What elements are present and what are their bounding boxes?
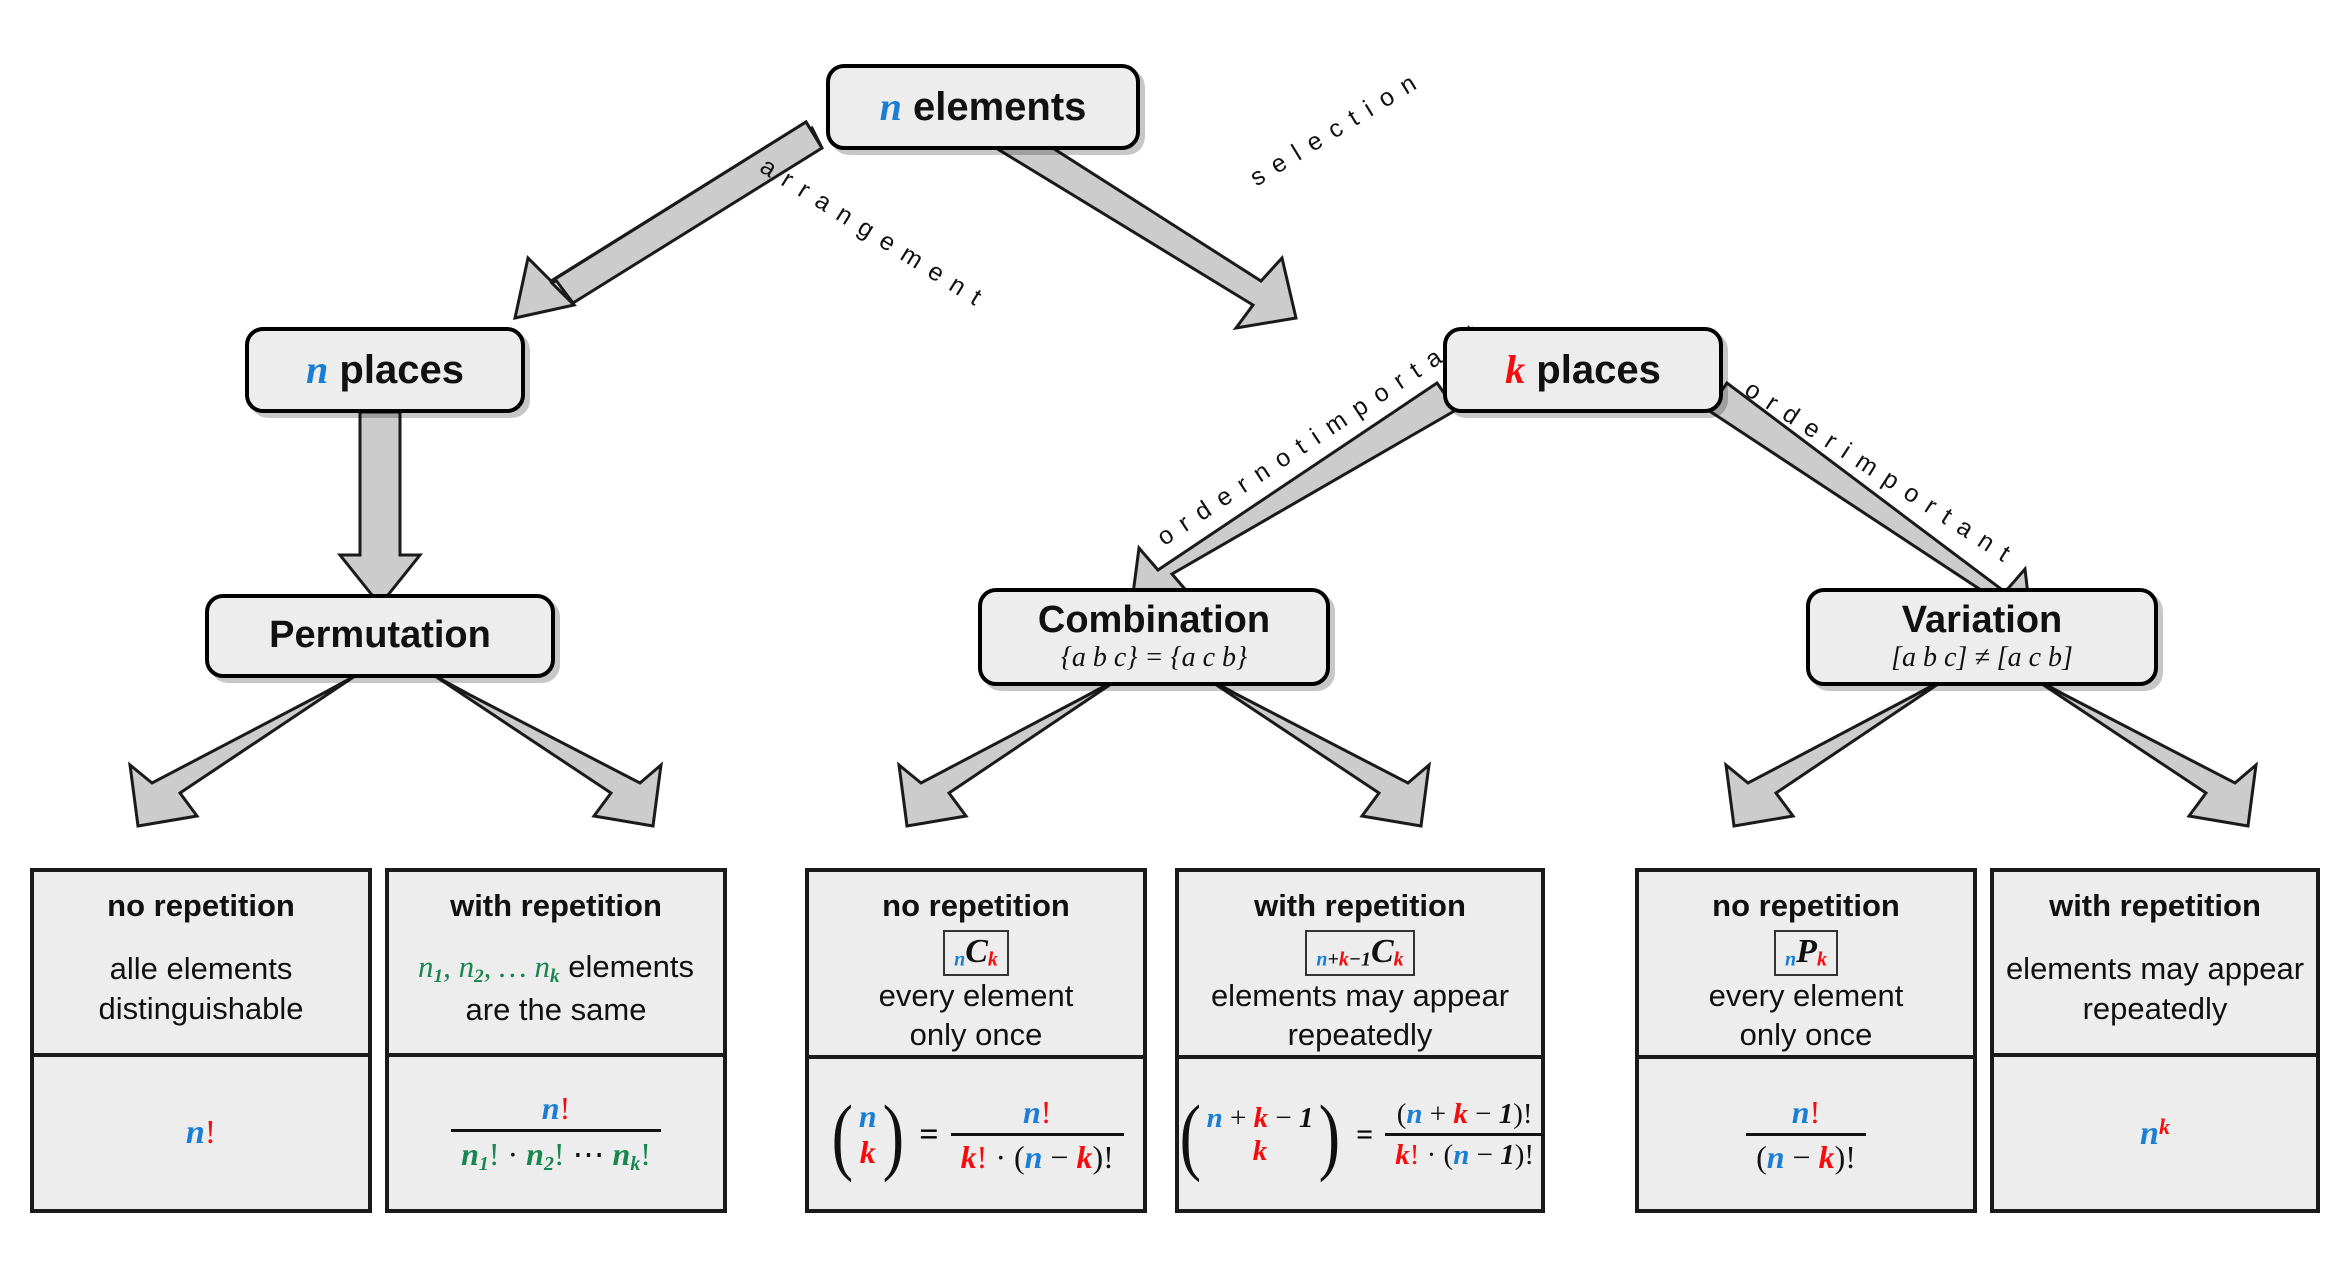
leaf-formula: ( n + k − 1 k ) = (n + k − 1)! k! · (n −…: [1179, 1059, 1545, 1211]
node-n-elements[interactable]: n elements: [826, 64, 1140, 150]
binomial-n-choose-k: ( n k ): [831, 1086, 904, 1183]
leaf-description: every element only once: [809, 976, 1143, 1055]
leaf-heading: no repetition: [882, 888, 1070, 923]
edge-label-order-not-important: o r d e r n o t i m p o r t a n t: [1152, 317, 1486, 552]
desc-line-1: every element: [1708, 977, 1904, 1013]
arrow-combination-with-repetition: [1202, 674, 1431, 828]
desc-line-2: repeatedly: [1287, 1017, 1433, 1053]
edge-label-selection: s e l e c t i o n: [1245, 67, 1424, 192]
desc-line-2: only once: [909, 1017, 1043, 1053]
desc-line-1: elements may appear: [2005, 950, 2305, 986]
node-combination[interactable]: Combination {a b c} = {a c b}: [978, 588, 1330, 686]
leaf-permutation-with-repetition[interactable]: with repetition n1, n2, … nk elements ar…: [385, 868, 727, 1213]
notation-n-plus-k-minus-1-C-k: n+k−1Ck: [1305, 930, 1415, 976]
leaf-head: with repetition: [389, 872, 723, 924]
n-places-label: places: [339, 348, 464, 392]
leaf-divider: [34, 1053, 368, 1057]
leaf-description: alle elements distinguishable: [34, 924, 368, 1053]
desc-line-2: are the same: [465, 991, 647, 1027]
desc-line-2: distinguishable: [98, 990, 304, 1026]
k-places-label: places: [1536, 348, 1661, 392]
leaf-formula: nk: [2140, 1113, 2170, 1152]
notation-nPk: nPk: [1774, 930, 1838, 976]
leaf-head: with repetition n+k−1Ck: [1179, 872, 1541, 976]
leaf-combination-with-repetition[interactable]: with repetition n+k−1Ck elements may app…: [1175, 868, 1545, 1213]
arrow-order-not-important: [1129, 380, 1459, 611]
root-label: elements: [912, 85, 1087, 129]
root-variable: n: [879, 84, 902, 129]
arrow-n-places-to-permutation: [336, 410, 424, 608]
node-variation[interactable]: Variation [a b c] ≠ [a c b]: [1806, 588, 2158, 686]
leaf-heading: with repetition: [450, 888, 662, 923]
leaf-heading: with repetition: [2049, 888, 2261, 923]
leaf-divider: [389, 1053, 723, 1057]
desc-line-1: alle elements: [109, 950, 293, 986]
leaf-description: n1, n2, … nk elements are the same: [417, 949, 695, 1027]
leaf-head: no repetition nCk: [809, 872, 1143, 976]
leaf-formula: n!: [185, 1114, 217, 1151]
k-places-variable: k: [1505, 347, 1526, 392]
leaf-divider: [1994, 1053, 2316, 1057]
leaf-permutation-no-repetition[interactable]: no repetition alle elements distinguisha…: [30, 868, 372, 1213]
leaf-divider: [1639, 1054, 1973, 1059]
combination-subtitle: {a b c} = {a c b}: [1060, 641, 1248, 673]
leaf-head: no repetition nPk: [1639, 872, 1973, 976]
arrow-arrangement-body: [552, 119, 825, 306]
node-permutation[interactable]: Permutation: [205, 594, 555, 678]
arrow-permutation-no-repetition: [128, 674, 356, 828]
leaf-divider: [1179, 1054, 1541, 1059]
permutation-title: Permutation: [269, 614, 491, 657]
node-n-places[interactable]: n places: [245, 327, 525, 413]
arrow-selection: [993, 119, 1298, 331]
desc-line-2: repeatedly: [2082, 990, 2228, 1026]
variation-title: Variation: [1901, 598, 2063, 641]
leaf-formula: n! n1! · n2! ⋯ nk!: [389, 1057, 723, 1209]
edge-label-arrangement: a r r a n g e m e n t: [755, 152, 989, 313]
combination-title: Combination: [1037, 598, 1271, 641]
leaf-heading: with repetition: [1254, 888, 1466, 923]
leaf-variation-no-repetition[interactable]: no repetition nPk every element only onc…: [1635, 868, 1977, 1213]
leaf-combination-no-repetition[interactable]: no repetition nCk every element only onc…: [805, 868, 1147, 1213]
leaf-head: with repetition: [1994, 872, 2316, 924]
leaf-divider: [809, 1054, 1143, 1059]
leaf-description: elements may appear repeatedly: [1994, 924, 2316, 1053]
leaf-head: no repetition: [34, 872, 368, 924]
leaf-heading: no repetition: [1712, 888, 1900, 923]
leaf-formula: n! (n − k)!: [1639, 1059, 1973, 1211]
desc-line-2: only once: [1739, 1017, 1873, 1053]
arrow-combination-no-repetition: [897, 674, 1124, 828]
notation-nCk: nCk: [943, 930, 1009, 976]
leaf-heading: no repetition: [107, 888, 295, 923]
arrow-arrangement: [513, 119, 824, 320]
edge-label-order-important: o r d e r i m p o r t a n t: [1739, 375, 2017, 569]
arrow-permutation-with-repetition: [434, 674, 663, 828]
desc-line-1: elements may appear: [1210, 977, 1510, 1013]
n-places-variable: n: [306, 347, 329, 392]
desc-line-1: every element: [878, 977, 1074, 1013]
node-k-places[interactable]: k places: [1443, 327, 1723, 413]
leaf-description: every element only once: [1639, 976, 1973, 1055]
desc-elements-word: elements: [568, 949, 695, 985]
binomial-n-plus-k-minus-1-choose-k: ( n + k − 1 k ): [1179, 1086, 1341, 1183]
leaf-variation-with-repetition[interactable]: with repetition elements may appear repe…: [1990, 868, 2320, 1213]
arrow-variation-with-repetition: [2029, 674, 2258, 828]
leaf-description: elements may appear repeatedly: [1179, 976, 1541, 1055]
leaf-formula: ( n k ) = n! k! · (n − k)!: [809, 1059, 1143, 1211]
variation-subtitle: [a b c] ≠ [a c b]: [1891, 641, 2073, 673]
arrow-variation-no-repetition: [1724, 674, 1951, 828]
